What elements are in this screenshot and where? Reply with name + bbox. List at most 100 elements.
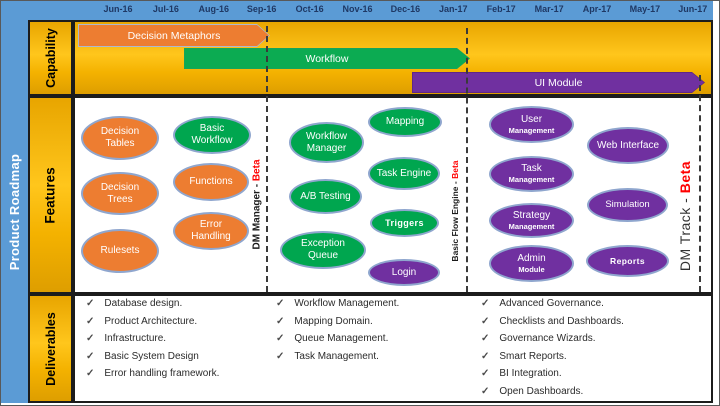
capability-label: Capability (43, 28, 58, 88)
bar-fill (413, 73, 704, 92)
deliverable-text: Workflow Management. (294, 298, 400, 309)
feature-strategy-management: Strategy Management (489, 203, 574, 238)
deliverable-item: ✓Infrastructure. (86, 333, 271, 351)
row-label-features: Features (28, 96, 73, 294)
deliverable-item: ✓ Advanced Governance. (481, 298, 706, 316)
feature-label: Decision Trees (100, 181, 140, 205)
deliverable-text: Product Architecture. (104, 315, 198, 327)
feature-label: Simulation (605, 199, 650, 211)
timeline-month-mar-17: Mar-17 (534, 4, 564, 14)
feature-label: Admin (517, 252, 546, 264)
milestone-beta: Beta (677, 160, 693, 194)
check-icon: ✓ (86, 350, 95, 362)
deliverable-item: ✓BI Integration. (481, 368, 706, 386)
milestone-line-dm-track (699, 75, 701, 292)
timeline-month-apr-17: Apr-17 (582, 4, 612, 14)
deliverable-text: Mapping Domain. (294, 315, 373, 327)
check-icon: ✓ (276, 298, 285, 309)
deliverable-item: ✓ Governance Wizards. (481, 333, 706, 351)
feature-label: Strategy (512, 209, 551, 221)
check-icon: ✓ (481, 350, 490, 362)
deliverable-text: Smart Reports. (499, 350, 567, 362)
deliverable-item: ✓Product Architecture. (86, 316, 271, 334)
feature-label: Mapping (385, 116, 425, 128)
deliverable-item: ✓Basic System Design (86, 351, 271, 369)
deliverable-text: BI Integration. (499, 368, 562, 380)
milestone-label-dm-track-beta: DM Track - Beta (677, 141, 693, 291)
roadmap-sidebar (1, 1, 28, 403)
deliverables-column-track: ✓ Advanced Governance. ✓ Checklists and Das… (481, 298, 706, 404)
feature-label: Decision Tables (100, 126, 140, 149)
feature-login: Login (368, 259, 440, 286)
feature-decision-tables: Decision Tables (81, 116, 159, 160)
milestone-name: Basic Flow Engine - (450, 181, 460, 262)
timeline-month-sep-16: Sep-16 (246, 4, 277, 14)
milestone-line-basic-flow-engine (466, 28, 468, 292)
deliverable-item: ✓Open Dashboards. (481, 386, 706, 404)
row-label-deliverables: Deliverables (28, 294, 73, 403)
check-icon: ✓ (86, 298, 95, 309)
feature-triggers: Triggers (370, 209, 439, 237)
feature-label: Exception Queue (301, 238, 345, 261)
check-icon: ✓ (481, 298, 490, 309)
feature-label: User (520, 113, 543, 125)
deliverable-text: Governance Wizards. (499, 333, 596, 345)
page-title: Product Roadmap (7, 153, 22, 271)
bar-label: Decision Metaphors (127, 29, 221, 42)
feature-basic-workflow: Basic Workflow (173, 116, 251, 154)
check-icon: ✓ (86, 333, 95, 345)
deliverable-item: ✓Task Management. (276, 351, 466, 369)
timeline-month-jul-16: Jul-16 (152, 4, 179, 14)
check-icon: ✓ (86, 368, 95, 380)
feature-simulation: Simulation (587, 188, 668, 222)
feature-rulesets: Rulesets (81, 229, 159, 273)
deliverable-text: Checklists and Dashboards. (499, 315, 624, 327)
feature-label: Workflow Manager (306, 130, 347, 154)
feature-sublabel: Module (518, 264, 545, 274)
capability-bar-workflow: Workflow (184, 48, 470, 69)
timeline-month-oct-16: Oct-16 (295, 4, 324, 14)
feature-web-interface: Web Interface (587, 127, 669, 164)
timeline-month-jun-16: Jun-16 (103, 4, 133, 14)
deliverable-text: Advanced Governance. (499, 298, 604, 309)
bar-fill (79, 25, 269, 46)
milestone-line-dm-manager (266, 26, 268, 292)
feature-label: Login (391, 266, 417, 278)
feature-workflow-manager: Workflow Manager (289, 122, 364, 163)
deliverable-item: ✓Database design. (86, 298, 271, 316)
feature-sublabel: Management (508, 175, 555, 185)
deliverable-item: ✓ Smart Reports. (481, 351, 706, 369)
feature-label: Functions (189, 176, 233, 188)
milestone-label-basic-flow-engine-beta: Basic Flow Engine - Beta (450, 141, 460, 281)
feature-label: Web Interface (596, 139, 660, 151)
check-icon: ✓ (481, 333, 490, 345)
feature-label: Task Engine (376, 167, 432, 179)
feature-error-handling: Error Handling (173, 212, 249, 250)
row-label-capability: Capability (28, 20, 73, 96)
deliverables-lane (73, 294, 713, 403)
feature-sublabel: Management (508, 221, 555, 231)
features-label: Features (43, 166, 58, 224)
feature-mapping: Mapping (368, 107, 442, 137)
milestone-beta: Beta (450, 160, 460, 179)
feature-label: Error Handling (191, 219, 231, 242)
feature-label: Task (521, 163, 542, 175)
feature-task-management: Task Management (489, 156, 574, 192)
deliverables-column-flow: ✓Workflow Management.✓Mapping Domain.✓Qu… (276, 298, 466, 368)
deliverable-item: ✓Mapping Domain. (276, 316, 466, 334)
feature-task-engine: Task Engine (368, 157, 440, 190)
timeline-month-dec-16: Dec-16 (390, 4, 421, 14)
deliverable-text: Error handling framework. (104, 368, 220, 380)
feature-user-management: User Management (489, 106, 574, 143)
feature-sublabel: Management (508, 125, 555, 135)
deliverables-column-dm: ✓Database design.✓Product Architecture.✓… (86, 298, 271, 386)
check-icon: ✓ (276, 350, 285, 362)
check-icon: ✓ (481, 315, 490, 327)
milestone-beta: Beta (251, 159, 263, 182)
feature-exception-queue: Exception Queue (280, 231, 366, 269)
deliverables-label: Deliverables (43, 311, 58, 386)
feature-decision-trees: Decision Trees (81, 172, 159, 215)
check-icon: ✓ (276, 333, 285, 345)
check-icon: ✓ (481, 385, 490, 397)
deliverable-item: ✓ Workflow Management. (276, 298, 466, 316)
